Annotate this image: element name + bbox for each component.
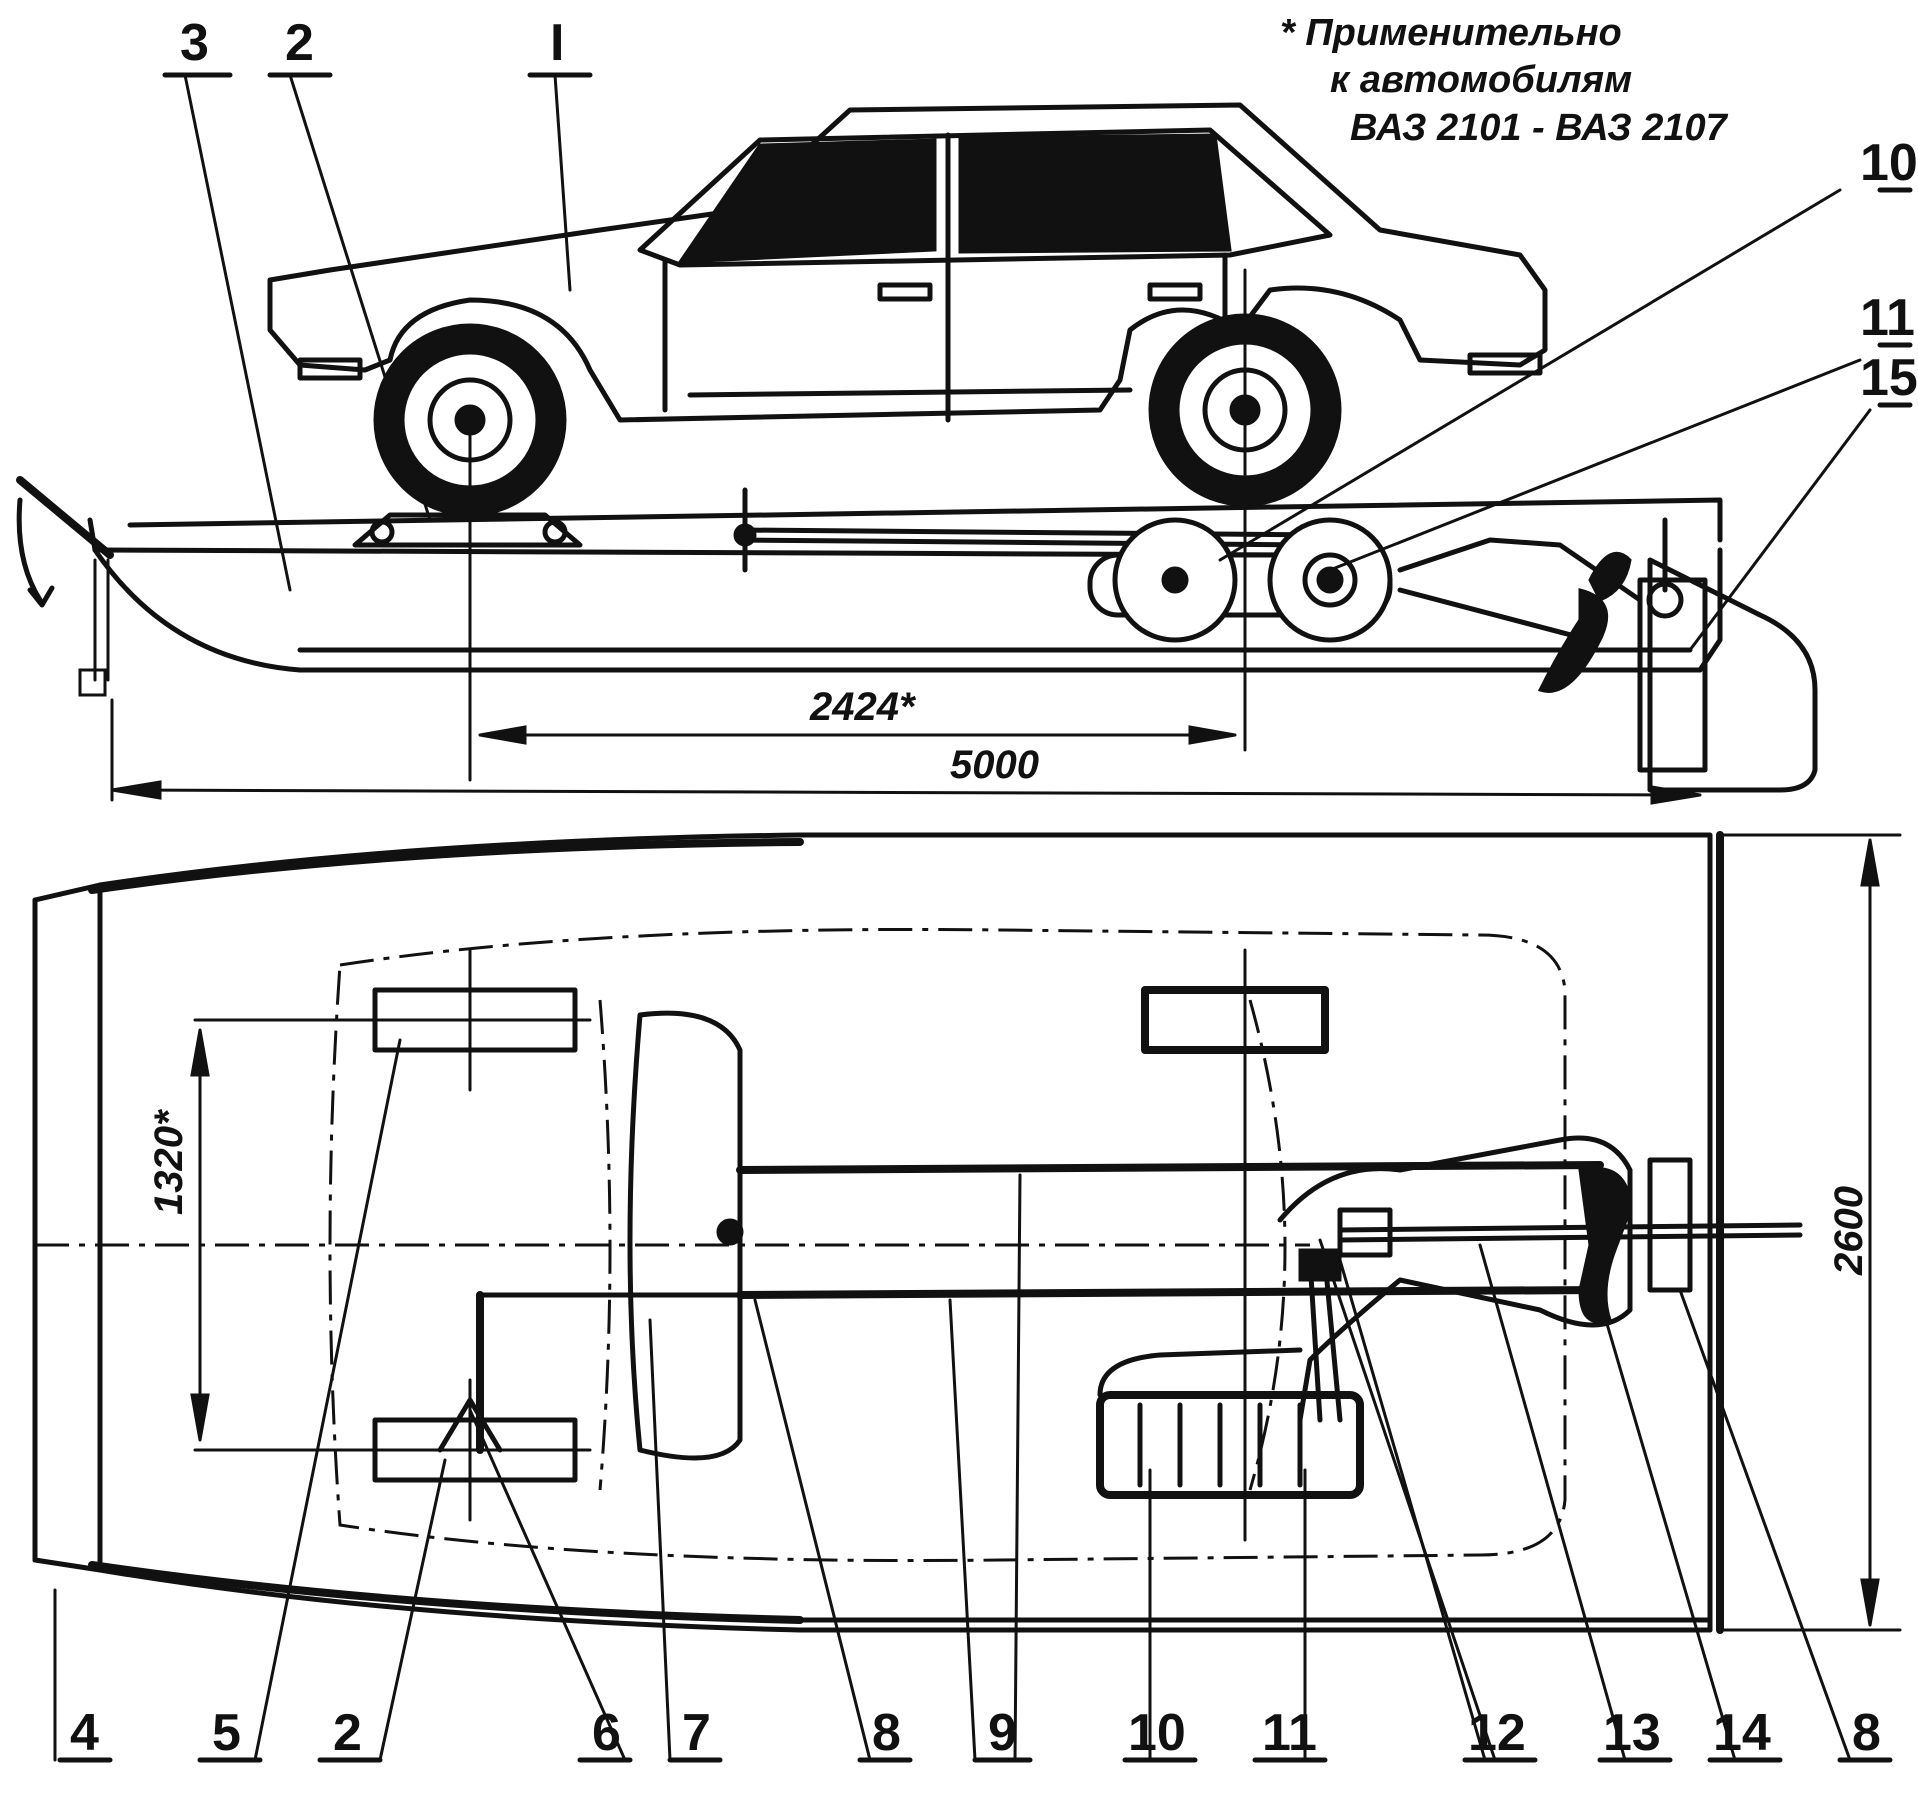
dimension-length: 5000 — [110, 698, 1702, 805]
note-line-3: ВАЗ 2101 - ВАЗ 2107 — [1350, 107, 1729, 149]
label-8-right: 8 — [1852, 1704, 1881, 1762]
transmission-plan — [1277, 1135, 1803, 1423]
front-wheel — [373, 323, 567, 517]
wheelbase-dim-text: 2424* — [809, 685, 917, 729]
pontoon-side — [16, 476, 1723, 697]
width-dim-text: 2600 — [1827, 1186, 1871, 1276]
car-outline-plan — [328, 927, 1567, 1563]
label-3-top: 3 — [180, 14, 209, 72]
note-line-2: к автомобилям — [1330, 59, 1632, 101]
label-10-top: 10 — [1860, 134, 1918, 192]
label-5: 5 — [212, 1704, 241, 1762]
bottom-leaders — [53, 1038, 1893, 1763]
label-14: 14 — [1713, 1704, 1771, 1762]
label-12: 12 — [1468, 1704, 1526, 1762]
label-10-bottom: 10 — [1128, 1704, 1186, 1762]
dimension-track: 1320* — [147, 1028, 210, 1442]
label-7: 7 — [682, 1704, 711, 1762]
car-side — [267, 102, 1548, 423]
propeller-side — [1397, 517, 1708, 773]
label-6: 6 — [592, 1704, 621, 1762]
top-leaders — [162, 72, 1913, 652]
label-2-top: 2 — [285, 14, 314, 72]
dimension-width: 2600 — [1718, 833, 1902, 1632]
plan-view: 1320* 2600 — [32, 831, 1902, 1763]
pontoon-plan — [32, 832, 1713, 1633]
label-9: 9 — [988, 1704, 1017, 1762]
note-line-1: * Применительно — [1280, 12, 1622, 54]
drive-rollers-side — [1087, 517, 1393, 643]
dimension-wheelbase: 2424* — [468, 268, 1247, 782]
rudder — [1647, 557, 1818, 793]
label-11-bottom: 11 — [1262, 1704, 1317, 1762]
side-view: 2424* 5000 3 2 I 10 11 15 — [16, 12, 1918, 805]
label-11-top: 11 — [1860, 289, 1915, 347]
label-15-top: 15 — [1860, 349, 1918, 407]
label-2-bottom: 2 — [333, 1704, 362, 1762]
label-8-left: 8 — [872, 1704, 901, 1762]
label-4: 4 — [70, 1704, 99, 1762]
label-13: 13 — [1603, 1704, 1661, 1762]
drive-rollers-plan — [1096, 1347, 1364, 1499]
track-dim-text: 1320* — [147, 1108, 191, 1215]
rear-left-platform — [1141, 986, 1329, 1054]
length-dim-text: 5000 — [950, 743, 1039, 787]
label-1-top: I — [550, 14, 564, 72]
